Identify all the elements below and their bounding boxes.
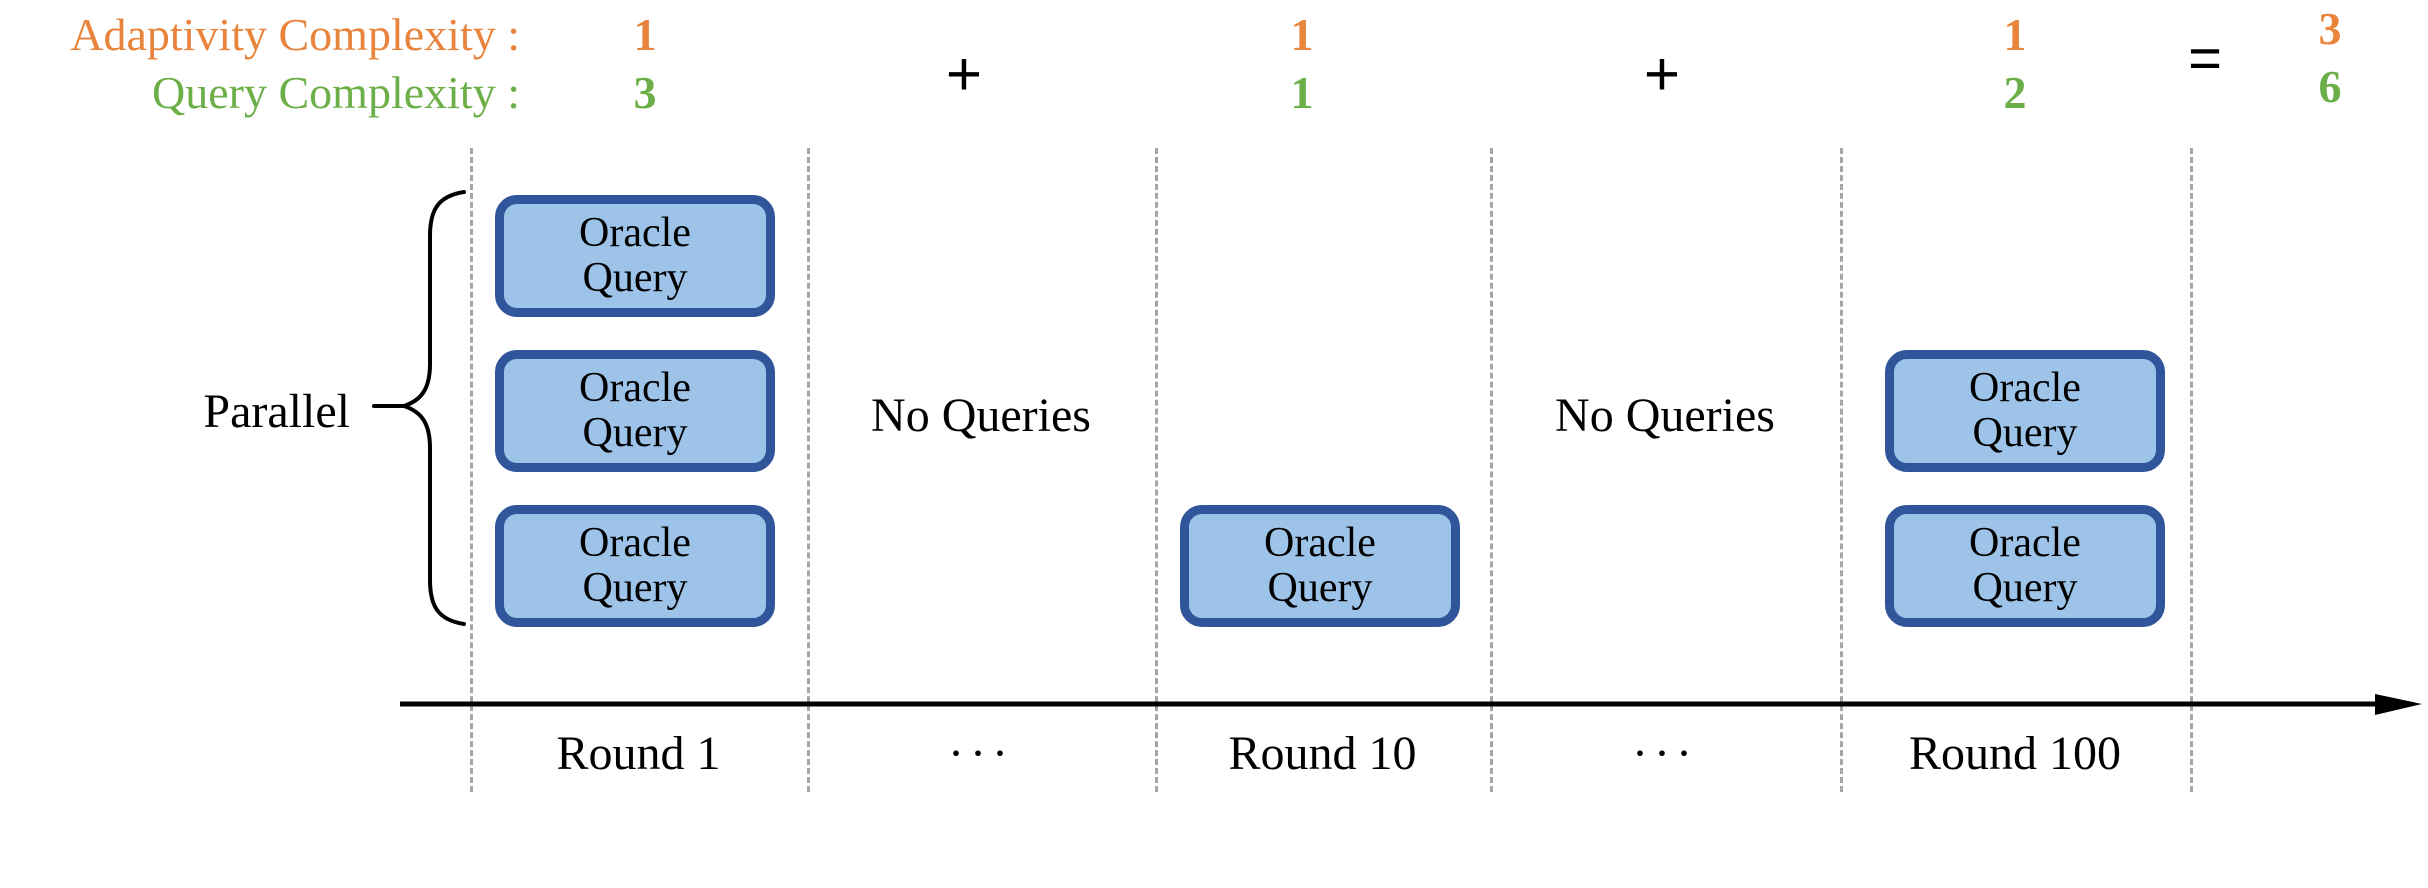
no-queries-text-1: No Queries — [871, 389, 1091, 442]
query-complexity-label: Query Complexity : — [152, 67, 520, 118]
equals-operator: = — [2188, 26, 2222, 91]
round-divider-1 — [470, 148, 473, 792]
round-caption-1: Round 1 — [556, 727, 721, 780]
adaptivity-tally-round10: 1 — [1290, 9, 1314, 60]
round-divider-3 — [1155, 148, 1158, 792]
round-caption-ellipsis-2: ··· — [1632, 727, 1698, 780]
plus-operator-2: + — [1643, 40, 1681, 109]
round-caption-ellipsis-1: ··· — [948, 727, 1014, 780]
oracle-box-line-1: Oracle — [579, 520, 691, 567]
round-divider-6 — [2190, 148, 2193, 792]
oracle-box-line-2: Query — [1267, 565, 1373, 611]
oracle-box-line-2: Query — [1972, 565, 2078, 611]
timeline-axis-arrow-right-icon — [400, 694, 2422, 715]
adaptivity-complexity-label: Adaptivity Complexity : — [70, 9, 520, 60]
adaptivity-total: 3 — [2318, 3, 2342, 54]
adaptivity-tally-round1: 1 — [633, 9, 657, 60]
oracle-box-line-1: Oracle — [1264, 520, 1376, 567]
oracle-query-box[interactable]: Oracle Query — [1885, 350, 2165, 472]
oracle-query-box[interactable]: Oracle Query — [495, 350, 775, 472]
oracle-box-line-1: Oracle — [579, 365, 691, 412]
oracle-box-line-1: Oracle — [1969, 520, 2081, 567]
round-divider-2 — [807, 148, 810, 792]
query-total: 6 — [2318, 61, 2342, 112]
oracle-query-box[interactable]: Oracle Query — [495, 505, 775, 627]
oracle-box-line-2: Query — [1972, 410, 2078, 456]
oracle-query-box[interactable]: Oracle Query — [1180, 505, 1460, 627]
round-caption-2: Round 10 — [1228, 727, 1417, 780]
curly-brace-icon — [372, 190, 466, 626]
adaptivity-tally-round100: 1 — [2003, 9, 2027, 60]
query-tally-round100: 2 — [2003, 67, 2027, 118]
oracle-box-line-1: Oracle — [579, 210, 691, 257]
round-caption-3: Round 100 — [1908, 727, 2121, 780]
query-tally-round10: 1 — [1290, 67, 1314, 118]
oracle-box-line-2: Query — [582, 565, 688, 611]
oracle-query-box[interactable]: Oracle Query — [1885, 505, 2165, 627]
round-divider-5 — [1840, 148, 1843, 792]
oracle-box-line-2: Query — [582, 255, 688, 301]
no-queries-text-2: No Queries — [1555, 389, 1775, 442]
parallel-label: Parallel — [203, 385, 350, 438]
oracle-query-box[interactable]: Oracle Query — [495, 195, 775, 317]
plus-operator-1: + — [945, 40, 983, 109]
round-divider-4 — [1490, 148, 1493, 792]
query-tally-round1: 3 — [633, 67, 657, 118]
oracle-box-line-2: Query — [582, 410, 688, 456]
oracle-box-line-1: Oracle — [1969, 365, 2081, 412]
